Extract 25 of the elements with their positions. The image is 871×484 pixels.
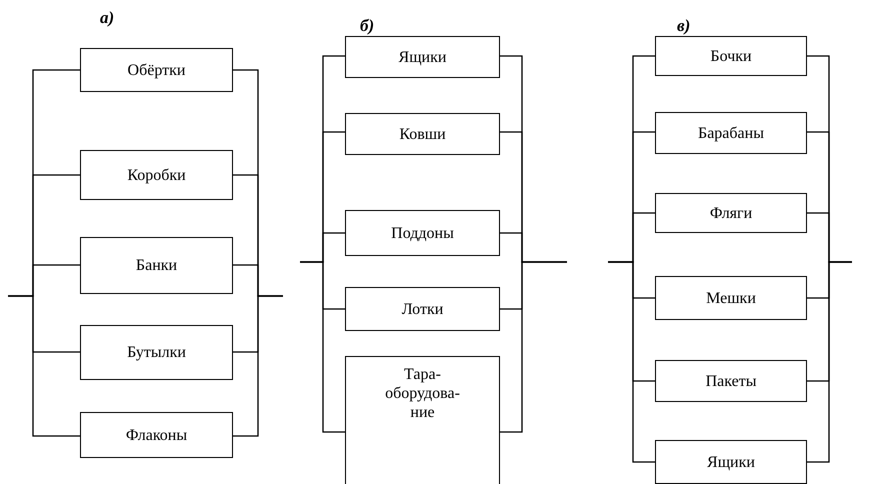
connector-line <box>8 295 80 437</box>
panel-label: а) <box>100 8 114 28</box>
category-box: Бутылки <box>80 325 233 380</box>
category-box: Ящики <box>345 36 500 78</box>
connector-line <box>500 261 567 433</box>
category-box: Пакеты <box>655 360 807 402</box>
category-box: Барабаны <box>655 112 807 154</box>
category-box: Лотки <box>345 287 500 331</box>
connector-line <box>233 295 283 437</box>
category-box: Мешки <box>655 276 807 320</box>
category-box: Тара- оборудова- ние <box>345 356 500 484</box>
category-box: Поддоны <box>345 210 500 256</box>
category-box: Коробки <box>80 150 233 200</box>
category-box: Банки <box>80 237 233 294</box>
panel-label: в) <box>677 16 690 36</box>
category-box: Фляги <box>655 193 807 233</box>
connector-line <box>608 261 655 463</box>
connector-line <box>807 261 852 463</box>
connector-line <box>300 261 345 433</box>
category-box: Ковши <box>345 113 500 155</box>
category-box: Бочки <box>655 36 807 76</box>
category-box: Обёртки <box>80 48 233 92</box>
category-box: Ящики <box>655 440 807 484</box>
category-box: Флаконы <box>80 412 233 458</box>
panel-label: б) <box>360 16 374 36</box>
